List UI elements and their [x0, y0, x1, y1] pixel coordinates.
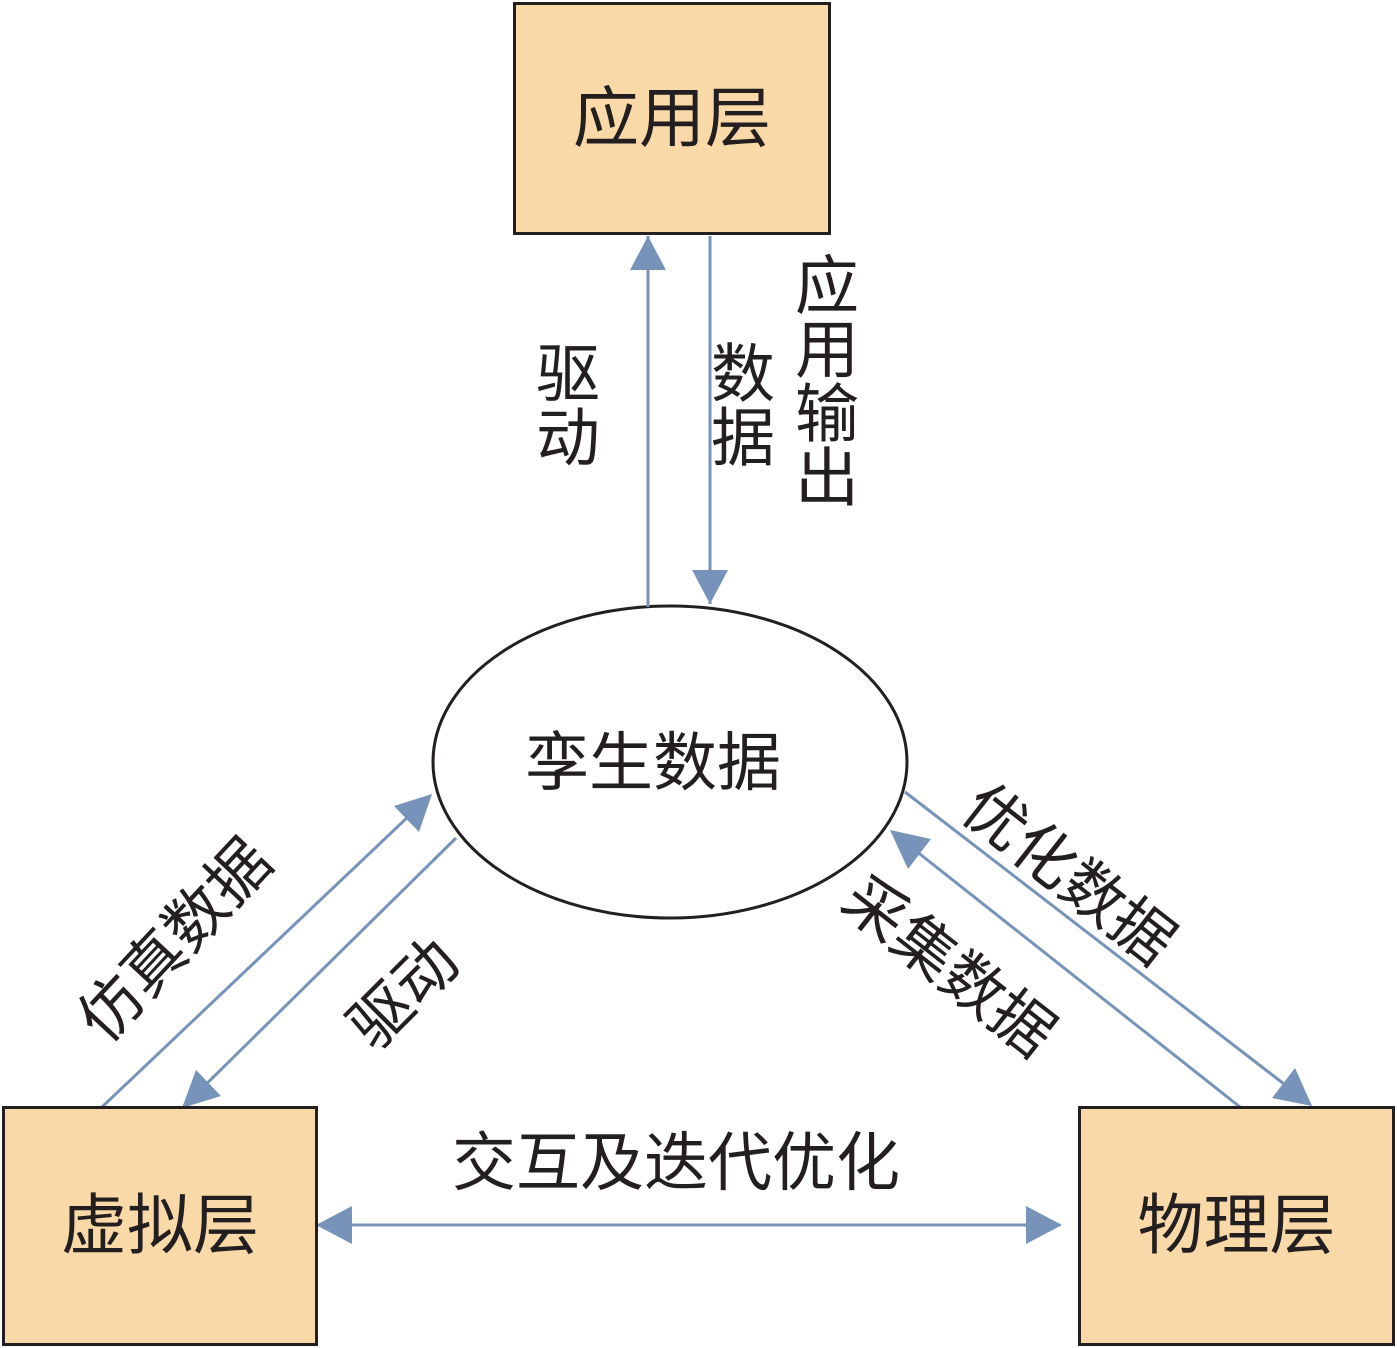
arrow-virtual-to-twin	[100, 794, 432, 1109]
application-layer-box: 应用层	[513, 2, 831, 235]
arrowhead-down	[692, 570, 728, 604]
virtual-layer-box: 虚拟层	[2, 1106, 318, 1346]
arrow-physical-to-twin	[891, 830, 1241, 1109]
twin-data-ellipse	[431, 604, 909, 920]
physical-layer-box: 物理层	[1078, 1106, 1395, 1346]
virtual-layer-label: 虚拟层	[61, 1187, 259, 1264]
interaction-iteration-label: 交互及迭代优化	[452, 1127, 900, 1201]
arrowhead-twin-to-physical	[1272, 1068, 1312, 1106]
arrowhead-up	[630, 236, 666, 270]
arrow-twin-to-virtual	[182, 836, 458, 1108]
app-output-label-top: 应用输出	[784, 252, 858, 508]
arrowhead-twin-to-virtual	[182, 1070, 221, 1108]
physical-layer-label: 物理层	[1137, 1187, 1336, 1264]
arrowhead-left	[316, 1206, 352, 1244]
arrowhead-physical-to-twin	[890, 830, 931, 869]
drive-label-top: 驱动	[525, 340, 599, 468]
application-layer-label: 应用层	[573, 79, 771, 157]
arrow-twin-to-physical	[904, 790, 1311, 1106]
arrowhead-right	[1026, 1206, 1062, 1244]
data-label-top: 数据	[700, 340, 774, 468]
twin-data-label: 孪生数据	[525, 727, 781, 801]
arrowhead-virtual-to-twin	[394, 794, 432, 832]
